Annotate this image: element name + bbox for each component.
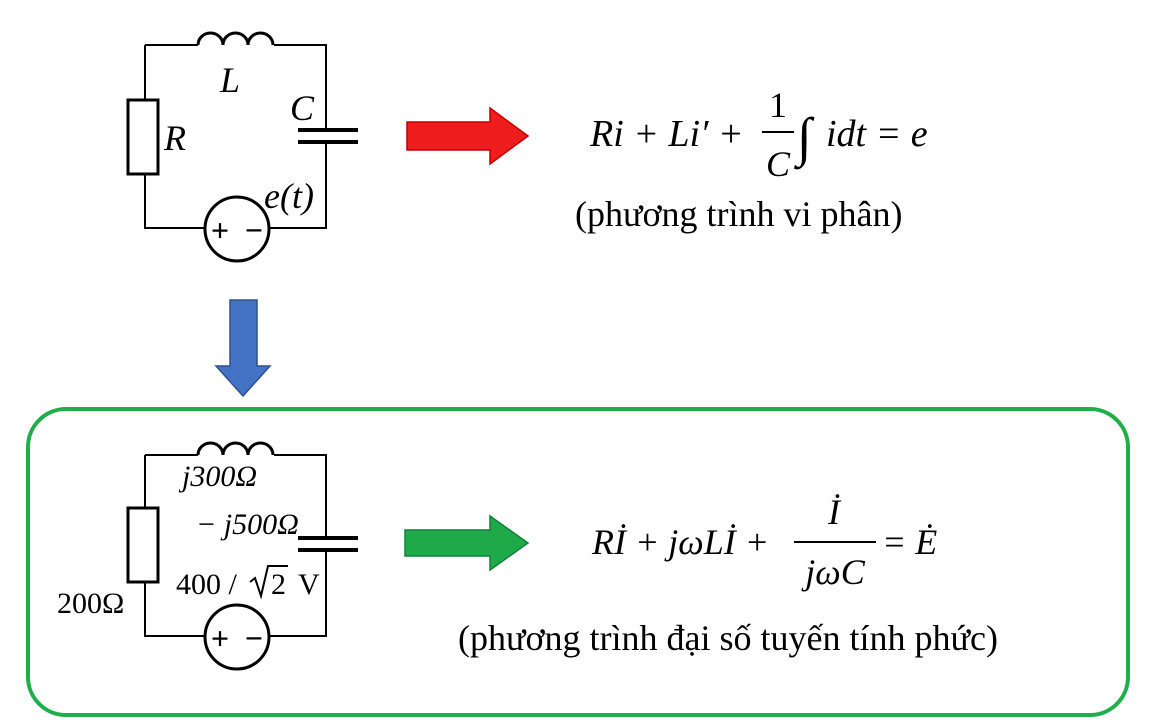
red-arrow-icon [406, 106, 530, 166]
bottom-inductor [196, 441, 275, 456]
top-source-plus: + [211, 212, 229, 248]
bottom-equation-left: Rİ + jωLİ + [591, 522, 769, 562]
top-resistor [126, 98, 160, 176]
bottom-circuit-wires [144, 454, 327, 637]
top-source-label: e(t) [264, 176, 314, 216]
top-equation-left: Ri + Li′ + [589, 113, 744, 155]
top-inductor [196, 31, 275, 46]
top-inductor-label: L [219, 60, 240, 100]
bottom-source-value-radicand: 2 [271, 568, 286, 601]
blue-down-arrow-icon [214, 299, 272, 398]
top-integral-symbol: ∫ [794, 107, 815, 170]
bottom-resistor-value: 200Ω [57, 587, 124, 620]
sqrt-sign-icon [249, 565, 288, 600]
green-arrow-icon [404, 514, 530, 572]
bottom-inductor-value: j300Ω [178, 460, 257, 493]
top-circuit-wires [144, 44, 327, 229]
top-fraction-numerator: 1 [769, 85, 787, 125]
top-equation: Ri + Li′ + 1 C ∫ idt = e (phương trình v… [575, 85, 928, 234]
bottom-fraction-numerator: İ [827, 492, 842, 532]
bottom-source-minus: − [245, 620, 263, 656]
top-circuit: + − L R C e(t) [126, 31, 358, 263]
top-source-minus: − [245, 212, 263, 248]
bottom-source-value-unit: V [298, 568, 320, 601]
top-voltage-source [203, 195, 271, 263]
bottom-equation-caption: (phương trình đại số tuyến tính phức) [458, 618, 998, 658]
top-capacitor-label: C [290, 88, 315, 128]
top-equation-caption: (phương trình vi phân) [575, 194, 903, 234]
bottom-resistor [126, 506, 160, 584]
phasor-domain-box [26, 407, 1130, 717]
bottom-source-plus: + [211, 620, 229, 656]
top-resistor-label: R [163, 118, 186, 158]
bottom-voltage-source [203, 603, 271, 671]
bottom-fraction-denominator: jωC [801, 552, 865, 592]
bottom-capacitor-value: − j500Ω [196, 508, 299, 541]
bottom-source-value-prefix: 400 / [176, 568, 238, 601]
bottom-circuit: + − j300Ω − j500Ω 200Ω 400 / 2 V [57, 441, 358, 671]
bottom-equation: Rİ + jωLİ + İ jωC = Ė (phương trình đại … [458, 492, 998, 658]
top-fraction-denominator: C [766, 144, 791, 184]
bottom-equation-right: = Ė [882, 522, 937, 562]
top-equation-right: idt = e [826, 113, 928, 155]
